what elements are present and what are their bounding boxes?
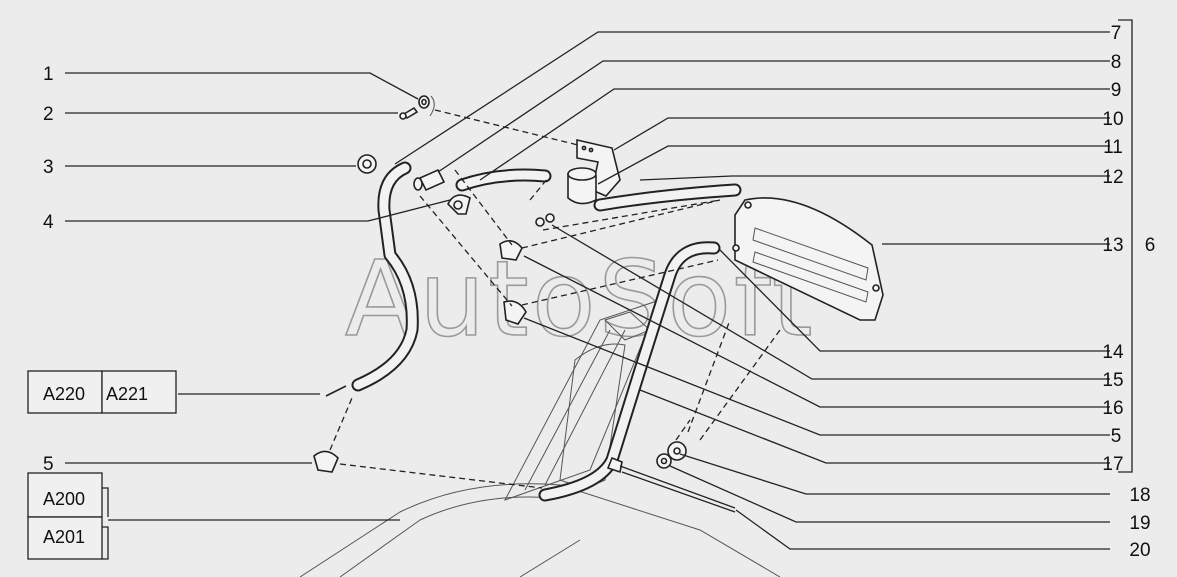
callout-8: 8 [1111,52,1122,73]
washer-part [418,95,430,109]
drain-tip-part [325,385,347,397]
callout-1: 1 [43,64,54,85]
callout-4: 4 [43,212,54,233]
callout-5-left: 5 [43,454,54,475]
callout-17: 17 [1102,454,1123,475]
screw-part [399,106,419,120]
callout-20: 20 [1129,540,1150,561]
reference-box-a201[interactable]: A201 [27,516,109,560]
mounting-bracket-part [576,138,621,197]
upper-clip-part [499,240,523,261]
group-bracket [1118,19,1133,473]
bottom-clip-part [313,450,339,473]
callout-11: 11 [1103,137,1123,158]
grommet-part [357,154,377,174]
callout-2: 2 [43,104,54,125]
lower-clip-part [503,300,527,325]
callout-13: 13 [1102,235,1123,256]
callout-3: 3 [43,157,54,178]
main-hose [351,161,419,392]
callout-15: 15 [1102,370,1123,391]
reference-a201: A201 [43,527,85,547]
cover-hose [593,183,742,212]
callout-10: 10 [1102,109,1123,130]
callout-5-right: 5 [1111,426,1122,447]
callout-12: 12 [1102,167,1123,188]
callout-9: 9 [1111,80,1122,101]
callout-14: 14 [1102,342,1124,363]
reference-a221: A221 [106,384,148,404]
callout-18: 18 [1129,485,1150,506]
callouts-right: 7 8 9 10 11 12 13 14 15 16 5 17 18 19 20… [1102,23,1155,561]
callouts-left: 1 2 3 4 5 [43,64,54,475]
seal-washer-part [667,441,687,461]
hose-clip-part [447,194,471,215]
valve-canister-part [567,167,597,205]
reference-box-a220[interactable]: A220 [27,370,103,414]
short-hose [455,168,552,192]
body-hose [538,241,721,502]
reference-box-a200[interactable]: A200 [27,472,109,518]
nut-part [656,453,672,469]
callout-19: 19 [1129,513,1150,534]
leader-lines [65,31,1110,550]
washer-arc [429,95,435,117]
reference-a200: A200 [43,489,85,509]
callout-6-group: 6 [1145,235,1156,256]
hose-connector-part [413,168,446,192]
callout-7: 7 [1111,23,1122,44]
callout-16: 16 [1102,398,1123,419]
reference-box-a221[interactable]: A221 [101,370,177,414]
small-washer-part [535,213,555,227]
side-cover-part [732,197,884,321]
assembly-lines [329,109,781,489]
reference-a220: A220 [43,384,85,404]
cable-strap-part [606,456,736,513]
